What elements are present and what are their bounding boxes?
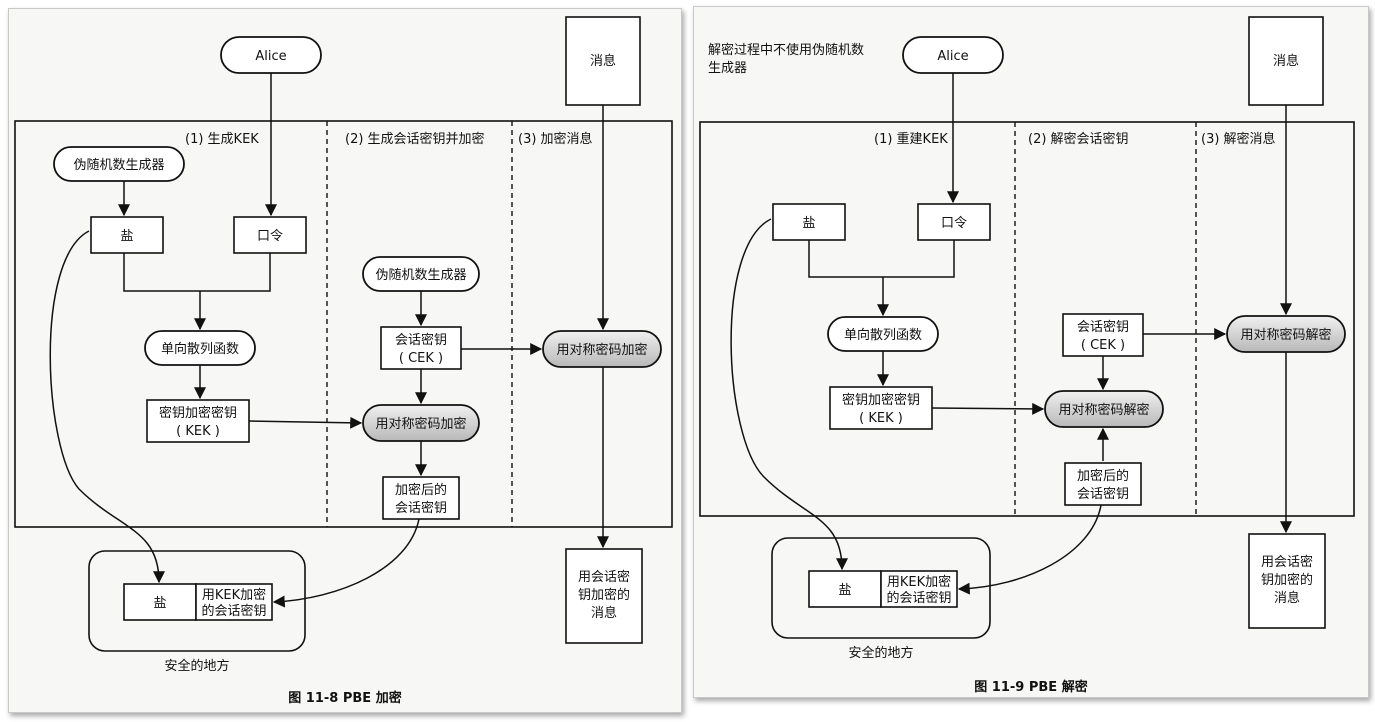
safe-salt-label: 盐	[838, 583, 851, 598]
process-frame	[14, 120, 673, 528]
encrypted-cek-line2: 会话密钥	[395, 500, 447, 516]
line-salt-password-join	[123, 253, 271, 292]
note-line1: 解密过程中不使用伪随机数	[708, 42, 864, 58]
alice-label: Alice	[255, 49, 286, 64]
prng-node-1	[53, 146, 185, 182]
cek-box	[1062, 313, 1144, 357]
encrypted-message-line1: 用会话密	[578, 569, 630, 585]
kek-label-line2: ( KEK )	[859, 411, 903, 426]
note-line2: 生成器	[708, 61, 747, 76]
step-2-label: (2) 解密会话密钥	[1028, 131, 1129, 147]
encrypted-message-line3: 消息	[591, 605, 617, 621]
curve-salt-to-safe	[730, 218, 848, 571]
kek-label-line1: 密钥加密密钥	[159, 405, 237, 421]
salt-label: 盐	[120, 229, 133, 244]
safe-key-line2: 的会话密钥	[201, 603, 266, 619]
kek-box	[829, 386, 933, 430]
pbe-encryption-diagram: (1) 生成KEK (2) 生成会话密钥并加密 (3) 加密消息 Alice 消…	[14, 16, 673, 706]
password-box	[917, 203, 991, 241]
cek-box	[380, 326, 462, 370]
pbe-decryption-diagram: #page-right .arr { marker-end: url(#ah2)…	[699, 16, 1355, 695]
message-document	[565, 16, 641, 106]
kek-label-line1: 密钥加密密钥	[842, 392, 920, 408]
safe-key-line1: 用KEK加密	[887, 574, 951, 590]
encrypted-cek-line1: 加密后的	[395, 482, 447, 498]
safe-encrypted-key-box	[195, 583, 273, 621]
message-label: 消息	[1273, 53, 1299, 69]
cek-label-line1: 会话密钥	[1077, 319, 1129, 335]
pbe-decryption-page: #page-right .arr { marker-end: url(#ah2)…	[693, 6, 1369, 698]
process-frame	[699, 121, 1355, 517]
hash-function-label: 单向散列函数	[161, 341, 239, 357]
encrypted-cek-line2: 会话密钥	[1077, 486, 1129, 502]
encrypted-message-document	[565, 548, 643, 644]
salt-box	[772, 203, 846, 241]
message-label: 消息	[590, 53, 616, 69]
encrypt-cek-label: 用对称密码加密	[375, 416, 466, 432]
decrypt-cek-node	[1044, 390, 1164, 428]
curve-encrypted-cek-to-safe	[957, 504, 1102, 595]
safe-place-label: 安全的地方	[164, 658, 229, 674]
figure-caption: 图 11-8 PBE 加密	[288, 690, 401, 706]
safe-key-line2: 的会话密钥	[886, 590, 951, 606]
encrypt-message-label: 用对称密码加密	[556, 342, 647, 358]
password-label: 口令	[257, 229, 283, 244]
cek-label-line1: 会话密钥	[395, 332, 447, 348]
password-label: 口令	[941, 216, 967, 231]
step-3-label: (3) 解密消息	[1201, 131, 1276, 147]
cek-label-line2: ( CEK )	[399, 351, 443, 366]
safe-place-container	[771, 537, 991, 639]
figure-caption: 图 11-9 PBE 解密	[974, 679, 1087, 695]
decrypted-message-line2: 钥加密的	[1261, 572, 1313, 588]
decrypted-message-line3: 消息	[1274, 590, 1300, 606]
safe-encrypted-key-box	[880, 570, 958, 608]
encrypted-cek-line1: 加密后的	[1077, 468, 1129, 484]
safe-key-line1: 用KEK加密	[202, 587, 266, 603]
arrow-kek-to-encrypt-cek	[248, 416, 363, 429]
decrypt-message-label: 用对称密码解密	[1240, 327, 1331, 343]
kek-box	[146, 399, 250, 443]
kek-label-line2: ( KEK )	[176, 424, 220, 439]
pbe-encryption-page: (1) 生成KEK (2) 生成会话密钥并加密 (3) 加密消息 Alice 消…	[8, 8, 682, 713]
safe-salt-box	[123, 583, 197, 621]
encrypted-cek-box	[1064, 462, 1142, 506]
prng-label-2: 伪随机数生成器	[375, 268, 466, 283]
safe-place-label: 安全的地方	[848, 645, 913, 661]
prng-label-1: 伪随机数生成器	[73, 158, 164, 173]
decrypted-message-document	[1248, 533, 1326, 629]
arrow-kek-to-decrypt-cek	[931, 402, 1045, 415]
salt-label: 盐	[802, 216, 815, 231]
alice-label: Alice	[937, 49, 968, 64]
encrypted-message-line2: 钥加密的	[578, 587, 630, 603]
line-salt-password-join	[808, 240, 955, 278]
step-3-label: (3) 加密消息	[518, 131, 593, 147]
safe-salt-box	[808, 570, 882, 608]
cek-label-line2: ( CEK )	[1081, 338, 1125, 353]
decrypt-cek-label: 用对称密码解密	[1058, 402, 1149, 418]
step-1-label: (1) 重建KEK	[874, 131, 948, 147]
curve-encrypted-cek-to-safe	[272, 518, 420, 608]
encrypted-cek-box	[382, 476, 460, 520]
safe-salt-label: 盐	[153, 596, 166, 611]
step-1-label: (1) 生成KEK	[185, 132, 259, 147]
decrypted-message-line1: 用会话密	[1261, 554, 1313, 570]
curve-salt-to-safe	[49, 230, 165, 584]
safe-place-container	[88, 550, 306, 652]
step-2-label: (2) 生成会话密钥并加密	[345, 131, 485, 147]
message-document	[1248, 16, 1324, 106]
encrypt-message-node	[542, 330, 662, 368]
salt-box	[90, 216, 164, 254]
hash-function-label: 单向散列函数	[844, 327, 922, 343]
